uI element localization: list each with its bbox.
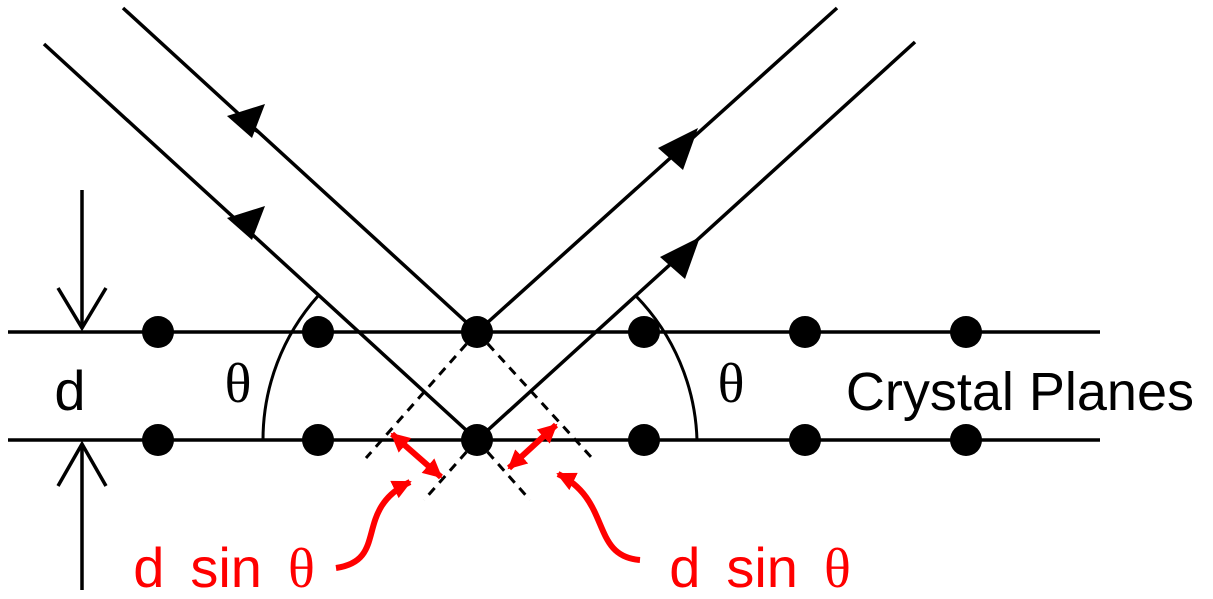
path-difference-theta: θ: [288, 538, 315, 599]
wavefront-dashed-right-2: [475, 439, 532, 501]
wavefront-dashed-left-2: [422, 439, 479, 501]
atom: [302, 316, 334, 348]
spacing-label: d: [54, 359, 85, 422]
path-difference-label-right: d sin θ: [669, 536, 851, 599]
angle-label-right: θ: [718, 353, 745, 415]
spacing-arrow-down-icon: [56, 287, 108, 332]
atom: [302, 424, 334, 456]
angle-label-left: θ: [225, 353, 252, 415]
atom: [950, 316, 982, 348]
path-difference-double-arrow-left-icon: [390, 431, 443, 480]
path-difference-sin: sin: [190, 536, 262, 599]
angle-arc-right: [634, 294, 699, 441]
atom: [789, 316, 821, 348]
upper-plane-atoms: [142, 316, 982, 348]
angle-arc-left: [261, 295, 320, 441]
incident-ray-lower: [42, 42, 479, 442]
incident-ray-upper-arrowhead-icon: [227, 104, 265, 138]
atom: [461, 424, 493, 456]
lower-plane-atoms: [142, 424, 982, 456]
wavefront-dashed-left-1: [364, 331, 479, 459]
path-difference-label-left: d sin θ: [133, 536, 315, 599]
path-difference-d: d: [133, 536, 164, 599]
atom: [950, 424, 982, 456]
atom: [628, 316, 660, 348]
wavefront-dashed-right-1: [475, 330, 594, 460]
reflected-ray-upper: [475, 6, 839, 334]
callout-arrow-left-icon: [335, 479, 412, 571]
path-difference-double-arrow-right-icon: [506, 422, 559, 471]
crystal-planes-label: Crystal Planes: [846, 362, 1194, 422]
incident-ray-lower-arrowhead-icon: [227, 206, 265, 240]
path-difference-sin: sin: [726, 536, 798, 599]
atom: [142, 316, 174, 348]
atom: [461, 316, 493, 348]
atom: [789, 424, 821, 456]
incident-ray-upper: [121, 6, 479, 334]
atom: [628, 424, 660, 456]
atom: [142, 424, 174, 456]
callout-arrow-right-icon: [556, 471, 641, 563]
reflected-ray-lower-arrowhead-icon: [660, 237, 700, 279]
path-difference-d: d: [669, 536, 700, 599]
spacing-arrow-up-icon: [56, 440, 108, 487]
reflected-ray-upper-arrowhead-icon: [658, 128, 698, 170]
path-difference-theta: θ: [824, 538, 851, 599]
